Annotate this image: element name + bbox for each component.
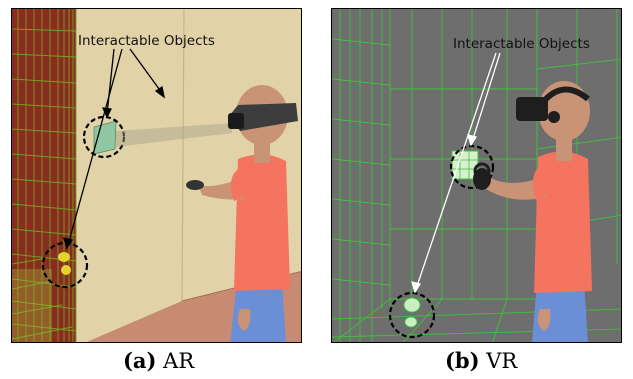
ar-mesh-floor-patch	[12, 269, 52, 342]
vr-virtual-panel	[451, 150, 479, 180]
vr-scene	[332, 9, 621, 342]
vr-person	[473, 81, 592, 342]
ar-virtual-object-2	[61, 265, 71, 275]
vr-person-arm	[486, 177, 546, 200]
ar-caption-label: (a)	[123, 348, 157, 373]
ar-hololens-visor	[228, 113, 244, 129]
ar-scene	[12, 9, 301, 342]
ar-caption-text: AR	[163, 349, 195, 373]
vr-objects-highlight-circle	[388, 291, 436, 339]
ar-caption: (a) AR	[123, 348, 194, 373]
ar-callout-label: Interactable Objects	[78, 33, 215, 49]
ar-clicker	[186, 180, 204, 190]
ar-callout-arrows	[63, 48, 165, 250]
vr-person-sleeve	[532, 165, 548, 201]
ar-projection-beam	[116, 123, 232, 147]
vr-virtual-object-1	[403, 297, 421, 313]
ar-person	[186, 85, 298, 342]
vr-person-hand	[537, 309, 551, 331]
vr-callout-arrows	[411, 52, 501, 294]
ar-person-hand	[237, 309, 251, 331]
ar-panel: Interactable Objects	[11, 8, 302, 343]
ar-virtual-object-1	[58, 252, 70, 262]
vr-headset	[516, 97, 548, 121]
vr-headset-strap	[541, 86, 590, 104]
vr-caption-text: VR	[486, 349, 518, 373]
vr-panel-highlight-circle	[449, 144, 495, 190]
ar-room-corner	[181, 9, 185, 302]
vr-person-neck	[556, 137, 572, 161]
vr-controller-ring	[473, 162, 491, 180]
vr-virtual-object-2	[404, 316, 418, 328]
ar-panel-highlight-circle	[82, 115, 126, 159]
vr-caption: (b) VR	[445, 348, 517, 373]
vr-caption-label: (b)	[445, 348, 480, 373]
vr-headphone	[548, 111, 560, 123]
ar-person-shirt	[234, 154, 290, 291]
ar-person-neck	[254, 141, 270, 163]
ar-person-sleeve	[230, 169, 246, 201]
ar-mesh-grid	[12, 9, 77, 342]
vr-panel: Interactable Objects	[331, 8, 622, 343]
ar-hololens-headset	[230, 103, 298, 131]
ar-objects-highlight-circle	[41, 241, 89, 289]
vr-callout-label: Interactable Objects	[453, 36, 590, 52]
vr-person-shirt	[534, 151, 592, 293]
